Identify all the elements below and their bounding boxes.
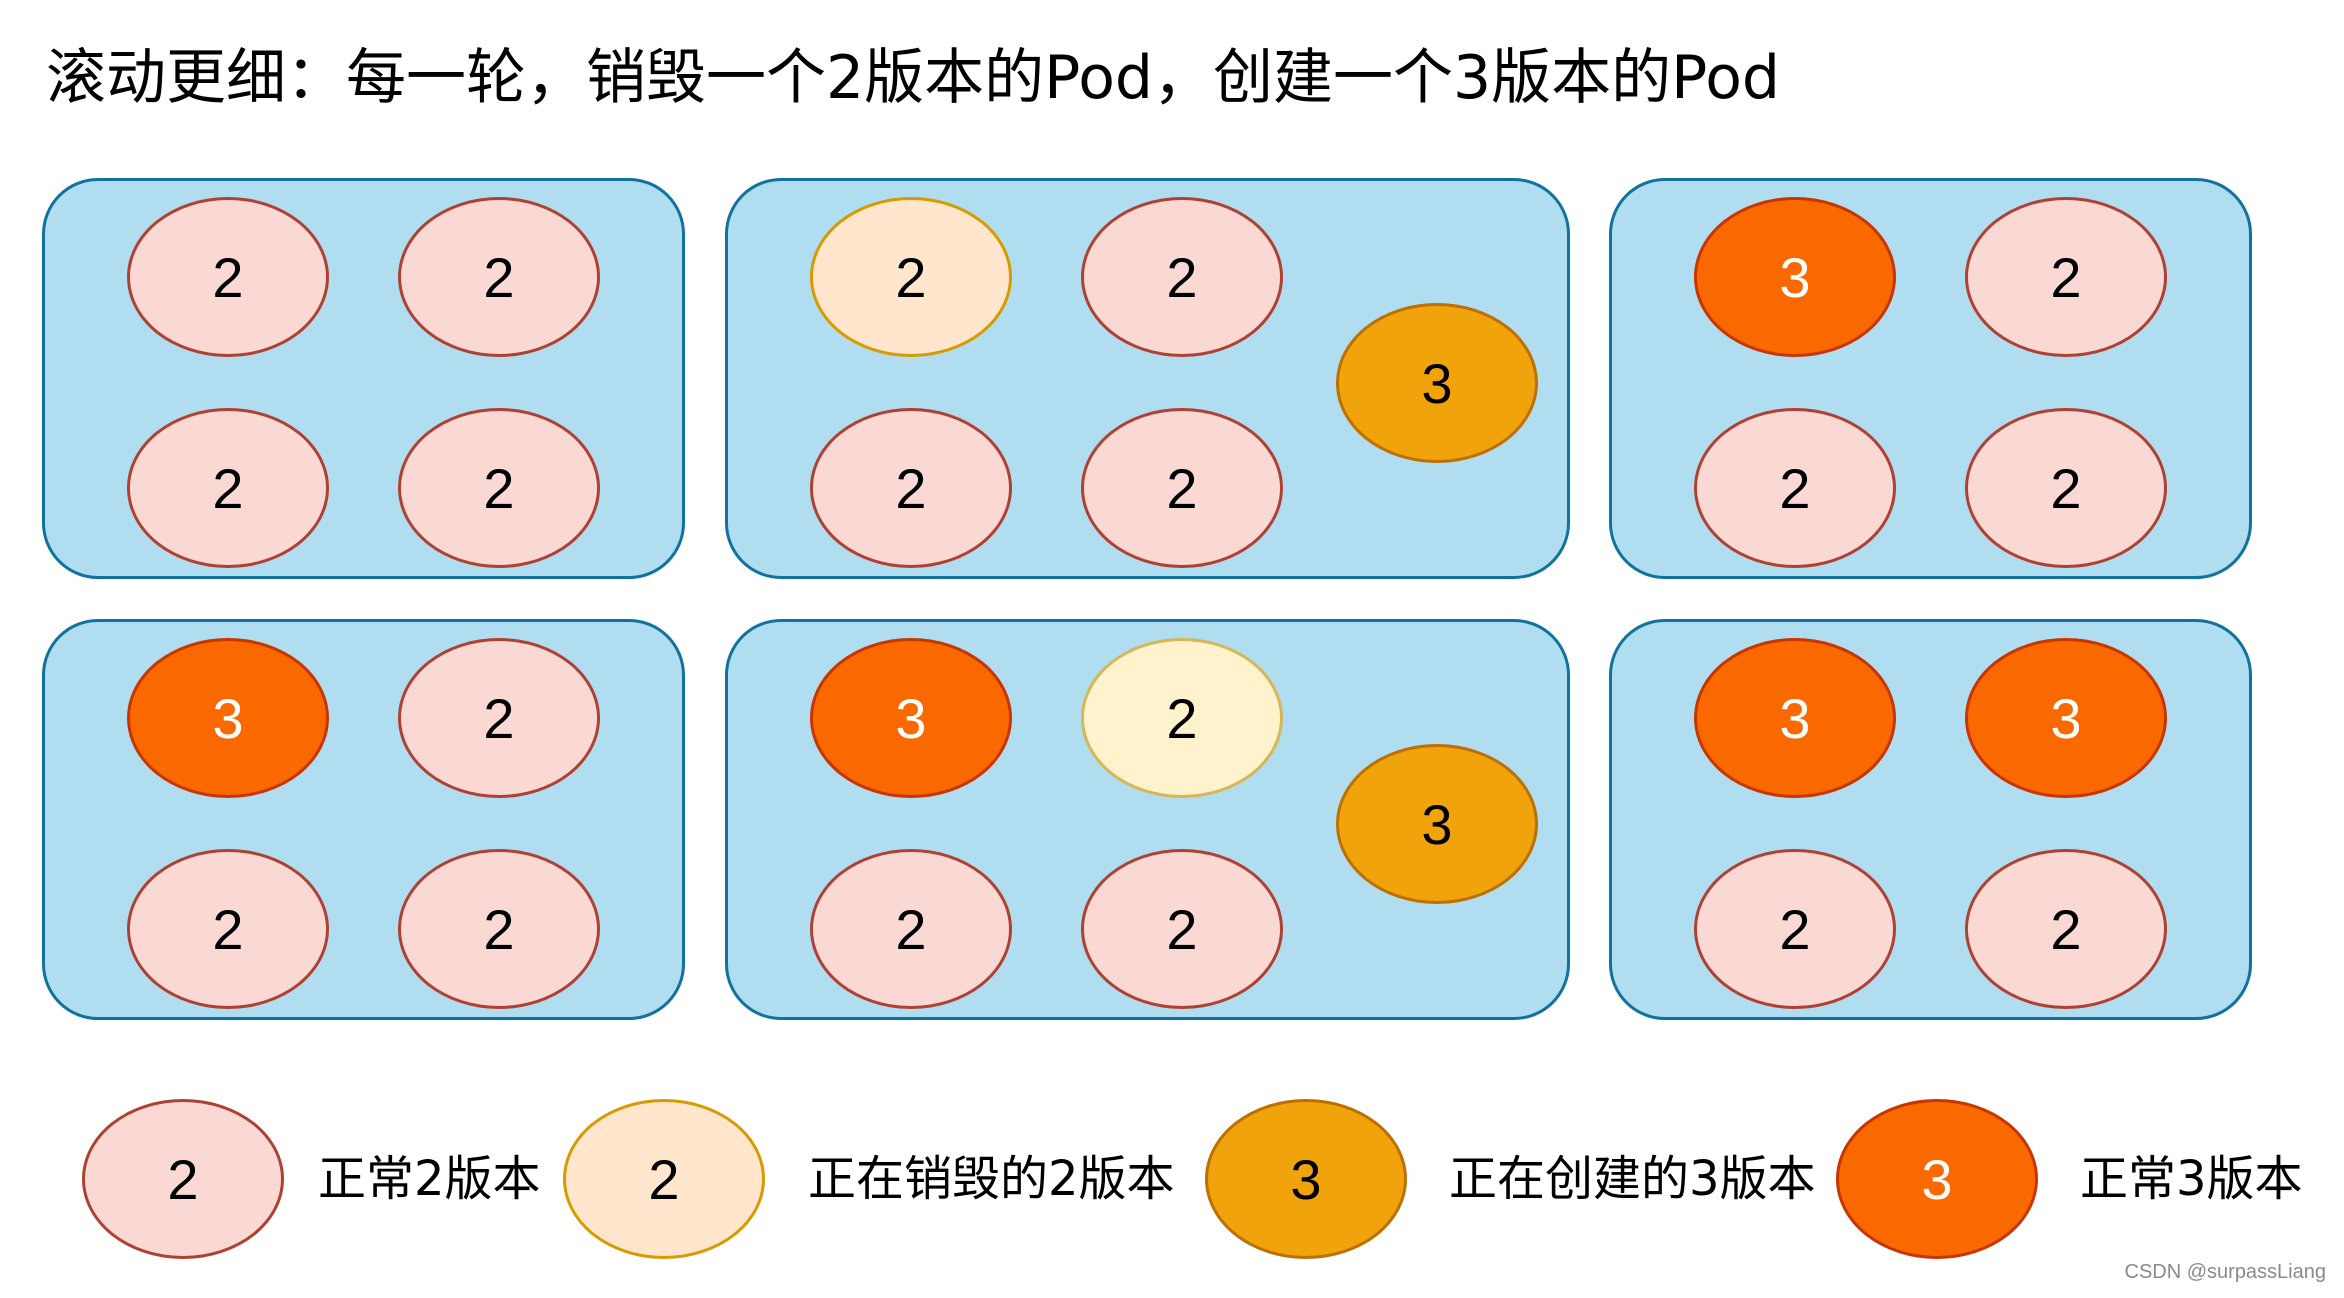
legend-pod-v2-destroying: 2 xyxy=(563,1099,765,1259)
pod-v2-normal: 2 xyxy=(1081,197,1283,357)
pod-v3-normal: 3 xyxy=(1965,638,2167,798)
pod-v3-normal: 3 xyxy=(810,638,1012,798)
pod-v2-destroying: 2 xyxy=(810,197,1012,357)
pod-v3-creating: 3 xyxy=(1336,303,1538,463)
pod-v2-normal: 2 xyxy=(1081,849,1283,1009)
diagram-title: 滚动更细：每一轮，销毁一个2版本的Pod，创建一个3版本的Pod xyxy=(46,43,1781,113)
legend-pod-v3-creating: 3 xyxy=(1205,1099,1407,1259)
pod-v3-normal: 3 xyxy=(127,638,329,798)
pod-v2-normal: 2 xyxy=(1694,408,1896,568)
pod-v2-normal: 2 xyxy=(1965,849,2167,1009)
watermark: CSDN @surpassLiang xyxy=(2124,1261,2327,1283)
pod-v2-normal: 2 xyxy=(1694,849,1896,1009)
pod-v2-destroying: 2 xyxy=(1081,638,1283,798)
pod-v3-normal: 3 xyxy=(1694,638,1896,798)
pod-v2-normal: 2 xyxy=(127,197,329,357)
pod-v2-normal: 2 xyxy=(1965,408,2167,568)
pod-v2-normal: 2 xyxy=(398,849,600,1009)
pod-v2-normal: 2 xyxy=(1081,408,1283,568)
pod-v2-normal: 2 xyxy=(1965,197,2167,357)
pod-v2-normal: 2 xyxy=(398,408,600,568)
legend-pod-v3-normal: 3 xyxy=(1836,1099,2038,1259)
pod-v2-normal: 2 xyxy=(127,849,329,1009)
legend-pod-v2-normal: 2 xyxy=(82,1099,284,1259)
pod-v2-normal: 2 xyxy=(127,408,329,568)
legend-label-v3-normal: 正常3版本 xyxy=(2080,1151,2303,1207)
legend-label-v3-creating: 正在创建的3版本 xyxy=(1449,1151,1816,1207)
pod-v3-normal: 3 xyxy=(1694,197,1896,357)
pod-v2-normal: 2 xyxy=(398,197,600,357)
pod-v3-creating: 3 xyxy=(1336,744,1538,904)
legend-label-v2-destroying: 正在销毁的2版本 xyxy=(808,1151,1175,1207)
pod-v2-normal: 2 xyxy=(810,849,1012,1009)
pod-v2-normal: 2 xyxy=(398,638,600,798)
legend-label-v2-normal: 正常2版本 xyxy=(318,1151,541,1207)
pod-v2-normal: 2 xyxy=(810,408,1012,568)
